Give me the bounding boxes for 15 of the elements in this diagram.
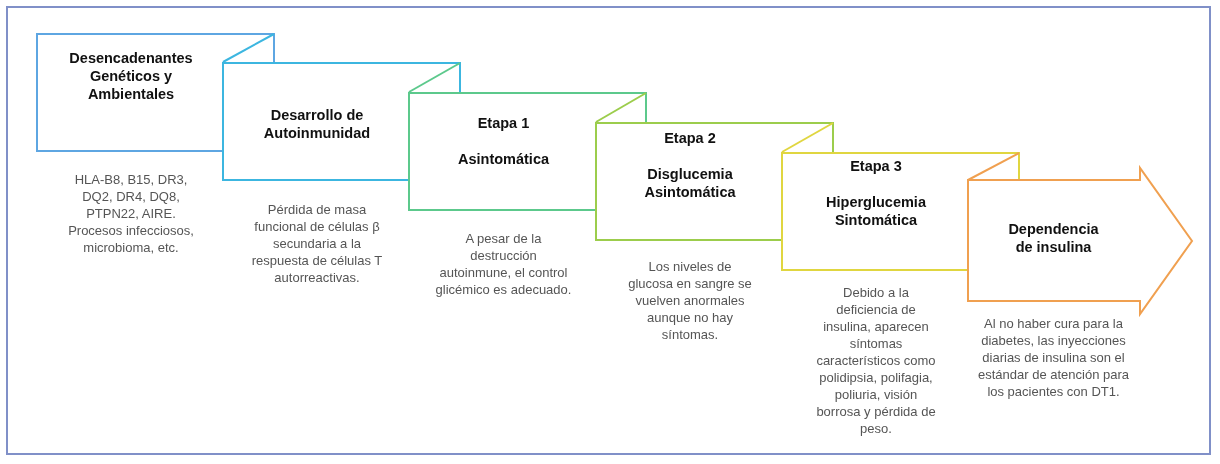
stage-description: Al no haber cura para la diabetes, las inyecciones diarias de insulina son el estándar de atención para los pacientes con DT1. [976, 315, 1131, 400]
stage-label: Etapa 3 [850, 157, 902, 175]
stage-title: Disglucemia Asintomática [643, 165, 737, 201]
stage-title: Asintomática [457, 150, 550, 168]
stage-description: Los niveles de glucosa en sangre se vuelven anormales aunque no hay síntomas. [627, 258, 753, 343]
stage-label: Etapa 2 [664, 129, 716, 147]
stage-title: Hiperglucemia Sintomática [825, 193, 927, 229]
stage-label: Etapa 1 [477, 114, 530, 132]
stage-description: HLA-B8, B15, DR3, DQ2, DR4, DQ8, PTPN22, AIRE. Procesos infecciosos, microbioma, etc. [67, 171, 195, 256]
stage-title: Desencadenantes Genéticos y Ambientales [68, 49, 194, 103]
stage-description: Pérdida de masa funcional de células β secundaria a la respuesta de células T autorreactivas. [250, 201, 384, 286]
stage-title: Dependencia de insulina [1007, 220, 1100, 256]
stage-description: Debido a la deficiencia de insulina, aparecen síntomas característicos como polidipsia, polifagia, poliuria, visión borrosa y pérdida de peso. [815, 284, 937, 437]
stage-description: A pesar de la destrucción autoinmune, el control glicémico es adecuado. [434, 230, 573, 298]
stage-title: Desarrollo de Autoinmunidad [262, 106, 372, 142]
